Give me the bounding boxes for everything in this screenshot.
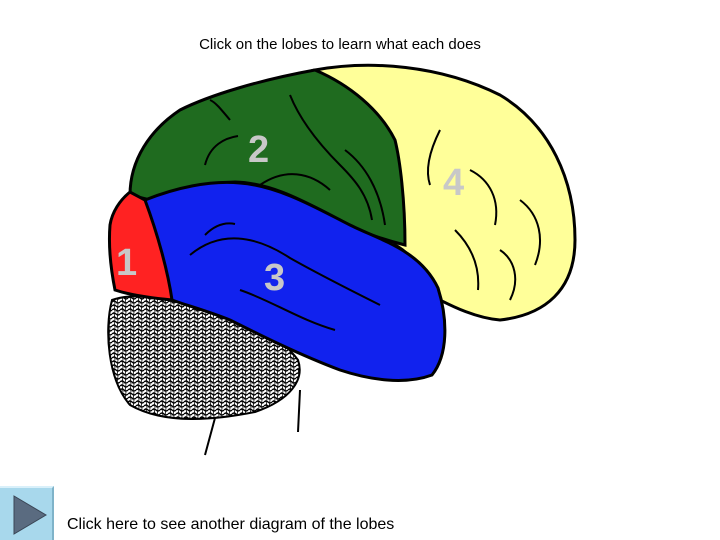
another-diagram-link[interactable]: Click here to see another diagram of the… (67, 516, 395, 533)
lobe-3[interactable] (143, 180, 447, 382)
brain-folds (189, 94, 541, 331)
lobe-label-1: 1 (116, 242, 137, 284)
lobe-label-4: 4 (443, 162, 464, 204)
play-triangle-icon (13, 495, 47, 535)
lobe-1[interactable] (107, 190, 174, 302)
instruction-text: Click on the lobes to learn what each do… (199, 36, 481, 53)
lobe-label-3: 3 (264, 257, 285, 299)
brainstem-line (204, 389, 301, 456)
next-slide-button[interactable] (0, 486, 54, 540)
lobe-label-2: 2 (248, 129, 269, 171)
